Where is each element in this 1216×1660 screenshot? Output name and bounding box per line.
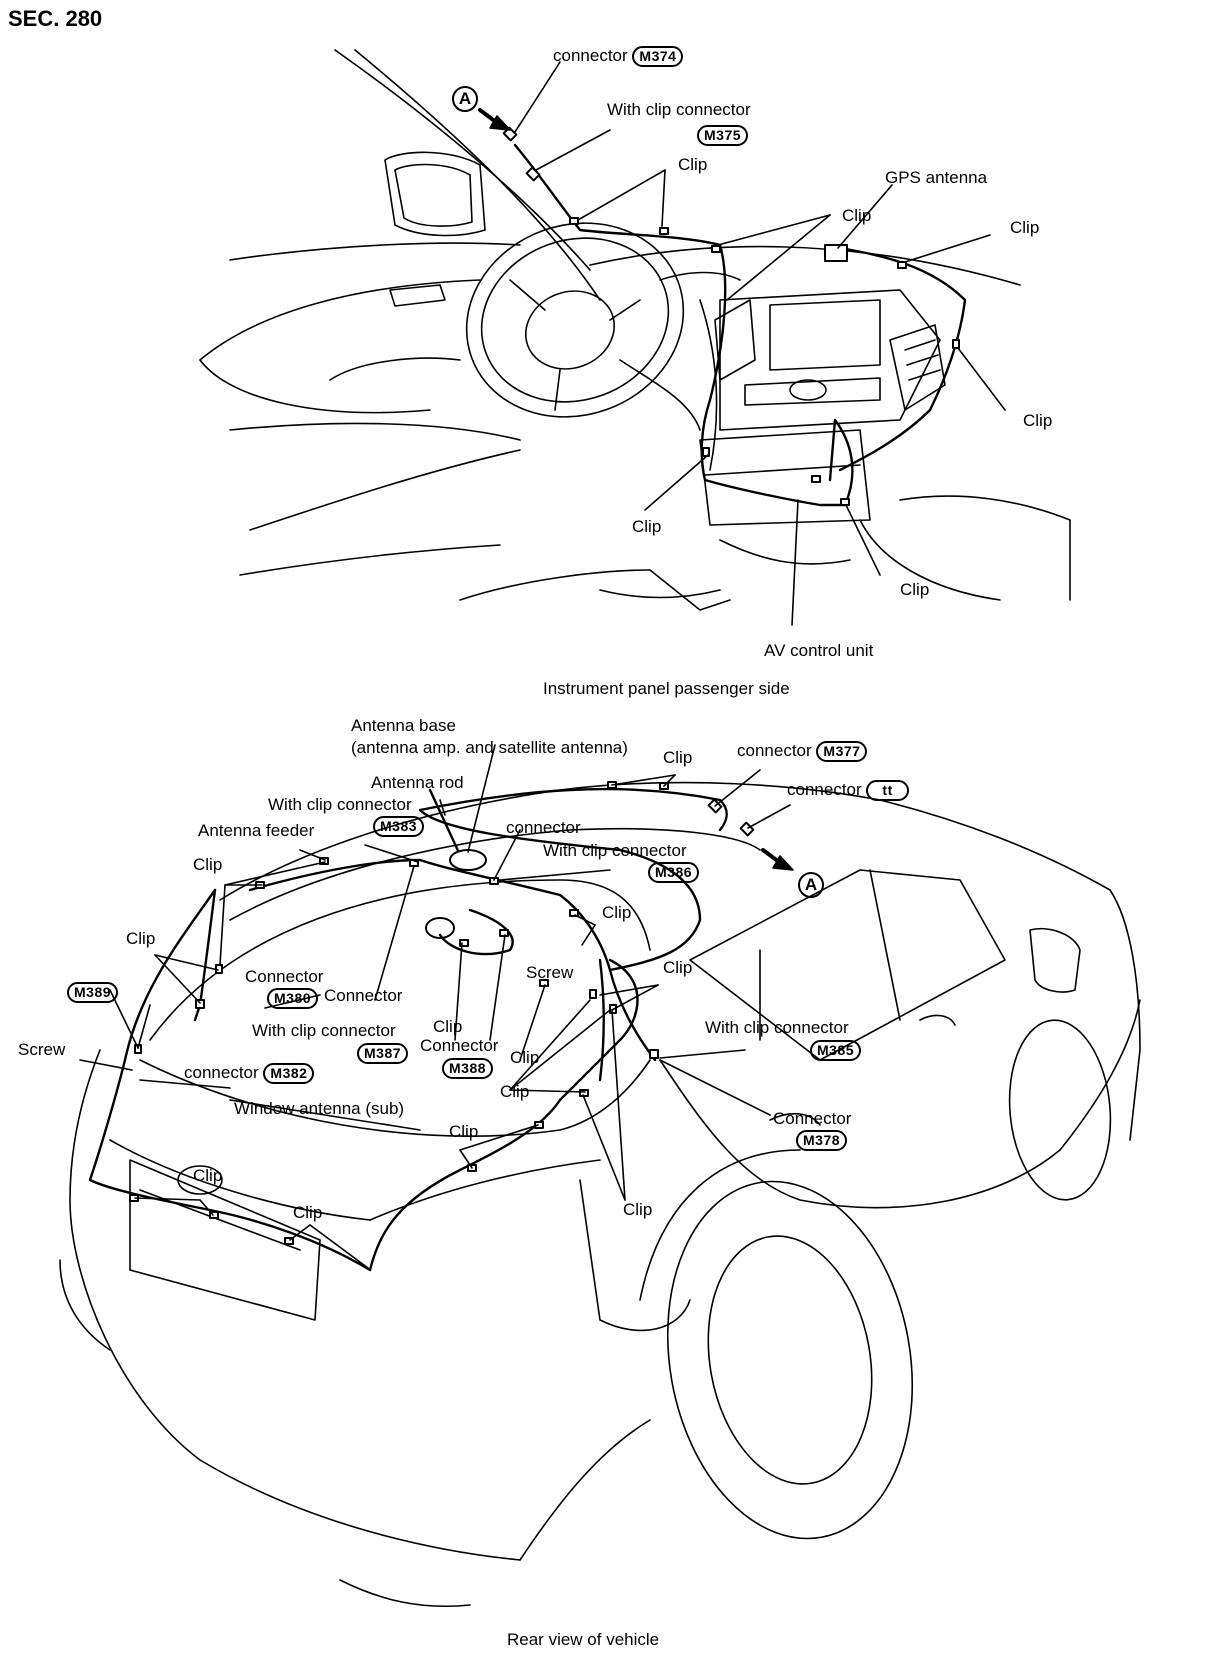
label-text: connector [553,46,628,65]
label-antenna-base-sub: (antenna amp. and satellite antenna) [351,738,628,757]
label-clip: Clip [510,1048,540,1067]
label-with-clip-connector-m386: With clip connector [543,841,687,860]
connector-code-badge-m387: M387 [357,1043,409,1064]
label-clip: Clip [193,1166,223,1185]
connector-code-badge: M377 [816,741,868,762]
connector-code-badge: M382 [263,1063,315,1084]
label-clip: Clip [500,1082,530,1101]
label-connector-m378: Connector [773,1109,852,1128]
reference-marker-a: A [452,86,478,112]
connector-code-badge-m375: M375 [697,125,749,146]
label-connector: Connector [324,986,403,1005]
label-clip: Clip [678,155,708,174]
label-clip: Clip [433,1017,463,1036]
connector-code-badge: M374 [632,46,684,67]
label-clip: Clip [900,580,930,599]
label-connector: connector [506,818,581,837]
label-clip: Clip [623,1200,653,1219]
label-connector-tt: connector tt [787,780,909,801]
connector-code-badge-m383: M383 [373,816,425,837]
label-clip: Clip [126,929,156,948]
label-clip: Clip [663,958,693,977]
label-connector-m382: connector M382 [184,1063,315,1084]
label-screw: Screw [18,1040,66,1059]
label-with-clip-connector-m383: With clip connector [268,795,412,814]
label-av-control-unit: AV control unit [764,641,874,660]
section-number: SEC. 280 [8,6,103,31]
label-clip: Clip [1010,218,1040,237]
label-with-clip-connector: With clip connector [607,100,751,119]
connector-code-badge-m389: M389 [67,982,119,1003]
label-clip: Clip [193,855,223,874]
label-with-clip-connector-m385: With clip connector [705,1018,849,1037]
label-clip: Clip [1023,411,1053,430]
caption-rear-view: Rear view of vehicle [507,1630,660,1649]
label-clip: Clip [449,1122,479,1141]
label-screw: Screw [526,963,574,982]
connector-code-badge-m385: M385 [810,1040,862,1061]
label-connector-m388: Connector [420,1036,499,1055]
label-clip: Clip [293,1203,323,1222]
label-clip: Clip [602,903,632,922]
label-connector-m380: Connector [245,967,324,986]
connector-code-badge-m386: M386 [648,862,700,883]
reference-marker-a: A [798,872,824,898]
label-connector-m374: connector M374 [553,46,684,67]
connector-code-badge-m388: M388 [442,1058,494,1079]
label-clip: Clip [663,748,693,767]
label-with-clip-connector-m387: With clip connector [252,1021,396,1040]
instrument-panel-illustration [199,49,1071,626]
connector-code-badge: tt [866,780,909,801]
caption-instrument-panel: Instrument panel passenger side [543,679,790,698]
label-window-antenna-sub: Window antenna (sub) [234,1099,405,1118]
label-clip: Clip [842,206,872,225]
label-antenna-base: Antenna base [351,716,456,735]
label-antenna-rod: Antenna rod [371,773,464,792]
connector-code-badge-m378: M378 [796,1130,848,1151]
connector-code-badge-m380: M380 [267,988,319,1009]
reference-circle-a: A [452,86,478,112]
label-connector-m377: connector M377 [737,741,868,762]
label-antenna-feeder: Antenna feeder [198,821,315,840]
label-gps-antenna: GPS antenna [885,168,988,187]
label-clip: Clip [632,517,662,536]
vehicle-rear-illustration [59,744,1141,1608]
